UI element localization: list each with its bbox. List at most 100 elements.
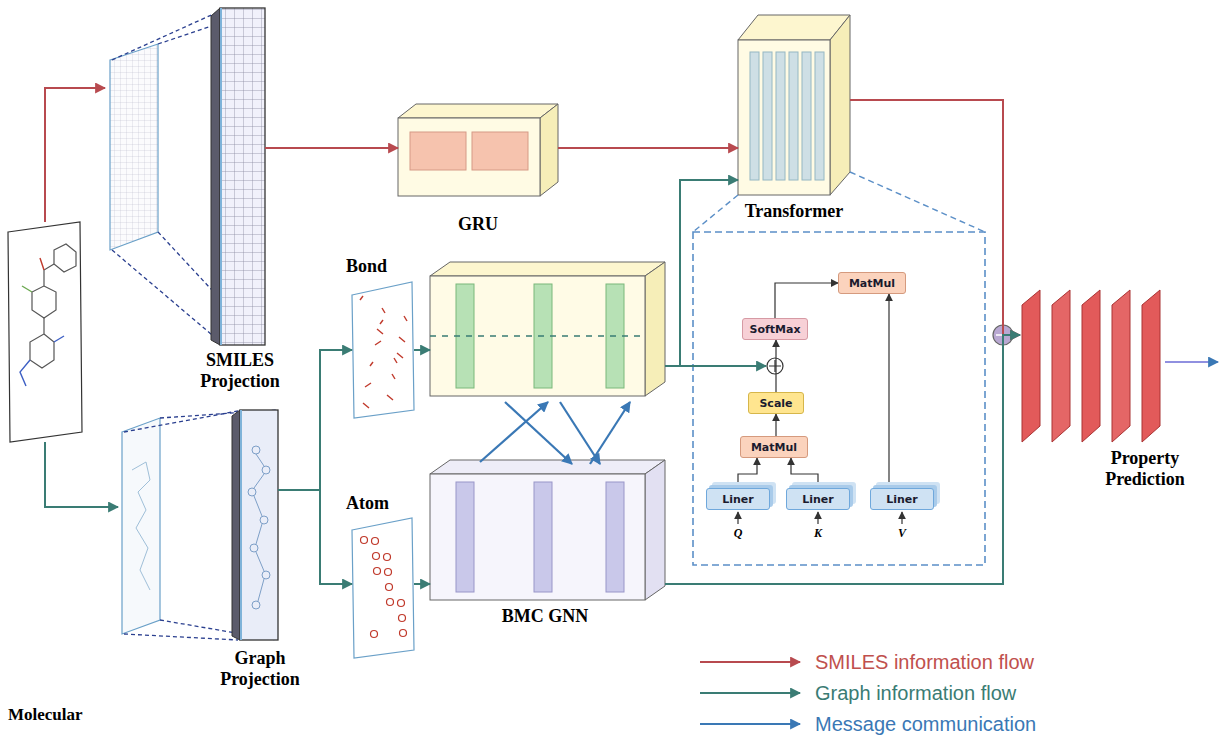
transformer-block-part (830, 15, 850, 195)
flow-connector (775, 414, 776, 436)
bond-node: Bond (352, 282, 414, 418)
bond-panel-part-part (382, 308, 385, 313)
gru-block-part (472, 132, 528, 170)
legend-text: Message communication (815, 712, 1036, 736)
property-prediction-node: Property Prediction (1020, 285, 1180, 443)
transformer-block-part (750, 52, 824, 180)
transformer-block-part-part (776, 52, 785, 180)
legend-text: Graph information flow (815, 681, 1016, 705)
message-arrows-part (560, 402, 600, 464)
part-label: Transformer (732, 201, 856, 222)
block-label: MatMul (751, 441, 797, 454)
smiles-projection-figure-part (220, 8, 265, 345)
softmax-box: SoftMax (742, 318, 808, 340)
part-label: Property Prediction (1085, 448, 1205, 490)
molecule-image-part (20, 360, 30, 386)
legend-lines-part (700, 661, 800, 663)
transformer-block-part-part (802, 52, 811, 180)
bond-panel-part-part (397, 353, 403, 358)
gnn-bond-block (430, 262, 665, 396)
atom-panel-part (352, 518, 414, 658)
graph-projection-figure-part (240, 410, 242, 640)
flow-connector (665, 335, 1020, 584)
part-label: GRU (438, 214, 518, 235)
bond-panel-part-part (360, 296, 363, 300)
gnn-atom-block (430, 460, 665, 600)
graph-projection-figure-part-part (262, 571, 270, 579)
property-stack-part (1112, 290, 1130, 442)
input-label: K (808, 526, 828, 541)
gru-block-part (398, 118, 540, 196)
graph-projection-figure-part-part (250, 544, 258, 552)
molecule-node: Molecular (8, 222, 82, 442)
bond-panel-part-part (392, 374, 395, 379)
atom-panel-part-part (385, 569, 392, 576)
linear-box: Liner (870, 488, 934, 510)
molecule-image (8, 222, 82, 442)
graph-projection-figure-part-part (124, 411, 238, 432)
bond-panel-part-part (404, 316, 407, 321)
atom-panel-part-part (372, 538, 379, 545)
block-label: SoftMax (750, 323, 801, 336)
flow-connector (558, 147, 738, 149)
attention-inset (665, 232, 985, 565)
gnn-atom-block-part (430, 460, 665, 474)
property-stack-part (1165, 361, 1218, 363)
atom-panel-part-part (399, 615, 406, 622)
flow-connector (414, 349, 430, 351)
property-stack (1022, 290, 1218, 442)
smiles-projection-node: SMILES Projection (105, 8, 265, 345)
matmul-box: MatMul (740, 436, 808, 458)
matmul-box: MatMul (838, 272, 906, 294)
attention-inset-part-part (737, 512, 738, 524)
bond-panel-part-part (375, 341, 381, 345)
gru-node: GRU (398, 104, 558, 196)
molecule-image-part (22, 286, 32, 292)
part-label: Molecular (8, 704, 118, 725)
flow-connector (45, 442, 118, 507)
property-stack-part (1142, 290, 1160, 442)
graph-projection-figure-part-part (262, 466, 270, 474)
graph-projection-figure-part-part (124, 634, 238, 640)
atom-panel-part-part (384, 554, 391, 561)
input-label: V (892, 526, 912, 541)
part-label: BMC GNN (470, 606, 620, 627)
graph-projection-figure-part-part (252, 446, 260, 454)
atom-panel-part-part (373, 553, 380, 560)
flow-connector (888, 294, 889, 488)
bond-panel-part-part (387, 395, 393, 400)
bond-panel-part-part (399, 337, 405, 342)
atom-panel-part-part (398, 600, 405, 607)
legend-text: SMILES information flow (815, 650, 1034, 674)
transformer-block-part-part (693, 195, 738, 232)
property-stack-part (1082, 290, 1100, 442)
smiles-projection-figure-part-part (112, 12, 218, 60)
gnn-atom-block-part-part (606, 482, 624, 592)
attention-inset-part-part (817, 512, 818, 524)
gru-block (398, 104, 558, 196)
message-arrows (480, 402, 630, 464)
graph-projection-figure-part-part (260, 516, 268, 524)
transformer-node: Transformer (738, 15, 850, 195)
smiles-projection-figure-part-part (112, 250, 218, 340)
smiles-projection-figure-part (211, 8, 220, 345)
smiles-projection-figure-part (220, 8, 222, 345)
block-label: Liner (722, 493, 754, 506)
transformer-block-part-part (815, 52, 824, 180)
flow-connector (45, 88, 105, 222)
gnn-atom-block-part (645, 460, 665, 600)
flow-connector (775, 283, 838, 318)
molecule-image-part (40, 258, 44, 270)
molecule-image-part (30, 318, 54, 368)
molecule-image-part (54, 244, 76, 272)
linear-box: Liner (706, 488, 770, 510)
flow-connector (665, 180, 738, 366)
gru-block-part (410, 132, 466, 170)
bmc-gnn-node: BMC GNN (430, 262, 665, 600)
graph-projection-figure-part (248, 446, 270, 609)
graph-projection-figure-part (232, 410, 240, 640)
gnn-bond-block-part (645, 262, 665, 396)
